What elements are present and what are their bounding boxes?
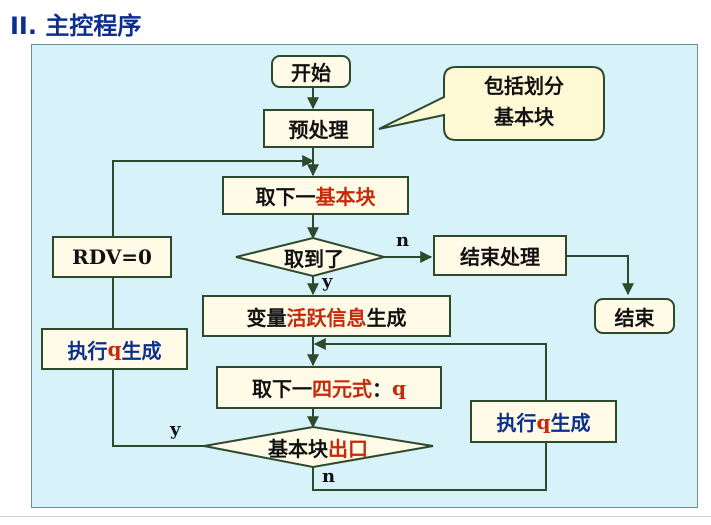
edge-label-got-yes: y: [322, 271, 333, 292]
rdv-node: RDV=0: [52, 236, 172, 278]
page-title: II. 主控程序: [10, 12, 142, 40]
rdv-label: RDV=0: [72, 245, 152, 269]
exec-right-text-c: 生成: [550, 411, 591, 435]
liveness-text-b: 活跃信息: [286, 305, 367, 330]
edge-execright-quad: [313, 338, 547, 400]
end-label: 结束: [614, 305, 655, 330]
end-process-node: 结束处理: [433, 235, 567, 276]
liveness-node: 变量活跃信息生成: [202, 295, 451, 337]
edge-exit-execright: [312, 442, 547, 491]
start-node: 开始: [271, 55, 351, 88]
liveness-text-c: 生成: [366, 305, 407, 330]
end-node: 结束: [594, 298, 675, 334]
exec-left-text-a: 执行: [67, 338, 108, 363]
divider: [0, 516, 711, 517]
fetch-quad-text-a: 取下一: [252, 377, 312, 401]
exit-text-b: 出口: [328, 436, 368, 461]
exec-right-text-b: q: [536, 409, 551, 434]
callout-line-2: 基本块: [494, 105, 554, 129]
edge-rdv-fetch: [112, 155, 315, 238]
fetch-quad-text-d: q: [392, 375, 406, 400]
edge-exit-execleft: [112, 369, 204, 447]
fetch-block-text-a: 取下一: [255, 185, 316, 209]
exec-left-text-b: q: [107, 337, 122, 361]
edge-label-got-no: n: [396, 230, 410, 251]
exit-diamond: [203, 425, 434, 469]
edge-label-exit-no: n: [322, 466, 336, 487]
liveness-text-a: 变量: [246, 305, 287, 330]
exec-left-text-c: 生成: [121, 338, 162, 363]
fetch-block-text-b: 基本块: [315, 185, 376, 209]
exit-label: 基本块出口: [238, 432, 398, 462]
exec-right-text-a: 执行: [496, 411, 537, 435]
fetch-block-node: 取下一基本块: [222, 176, 409, 215]
preprocess-node: 预处理: [263, 109, 374, 148]
callout-bubble: [378, 66, 605, 141]
preprocess-label: 预处理: [288, 118, 349, 142]
start-label: 开始: [291, 61, 331, 85]
got-it-label: 取到了: [284, 246, 344, 271]
exit-text-a: 基本块: [268, 436, 328, 461]
end-process-label: 结束处理: [460, 245, 540, 269]
fetch-quad-text-b: 四元式: [312, 377, 372, 401]
callout-text: 包括划分 基本块: [454, 64, 594, 140]
callout-line-1: 包括划分: [484, 74, 564, 98]
fetch-quad-text-c: ：: [372, 377, 392, 401]
fetch-quad-node: 取下一四元式：q: [216, 366, 442, 409]
got-it-diamond: [235, 236, 388, 278]
edge-label-exit-yes: y: [170, 419, 181, 440]
edge-endproc-end: [566, 255, 634, 296]
